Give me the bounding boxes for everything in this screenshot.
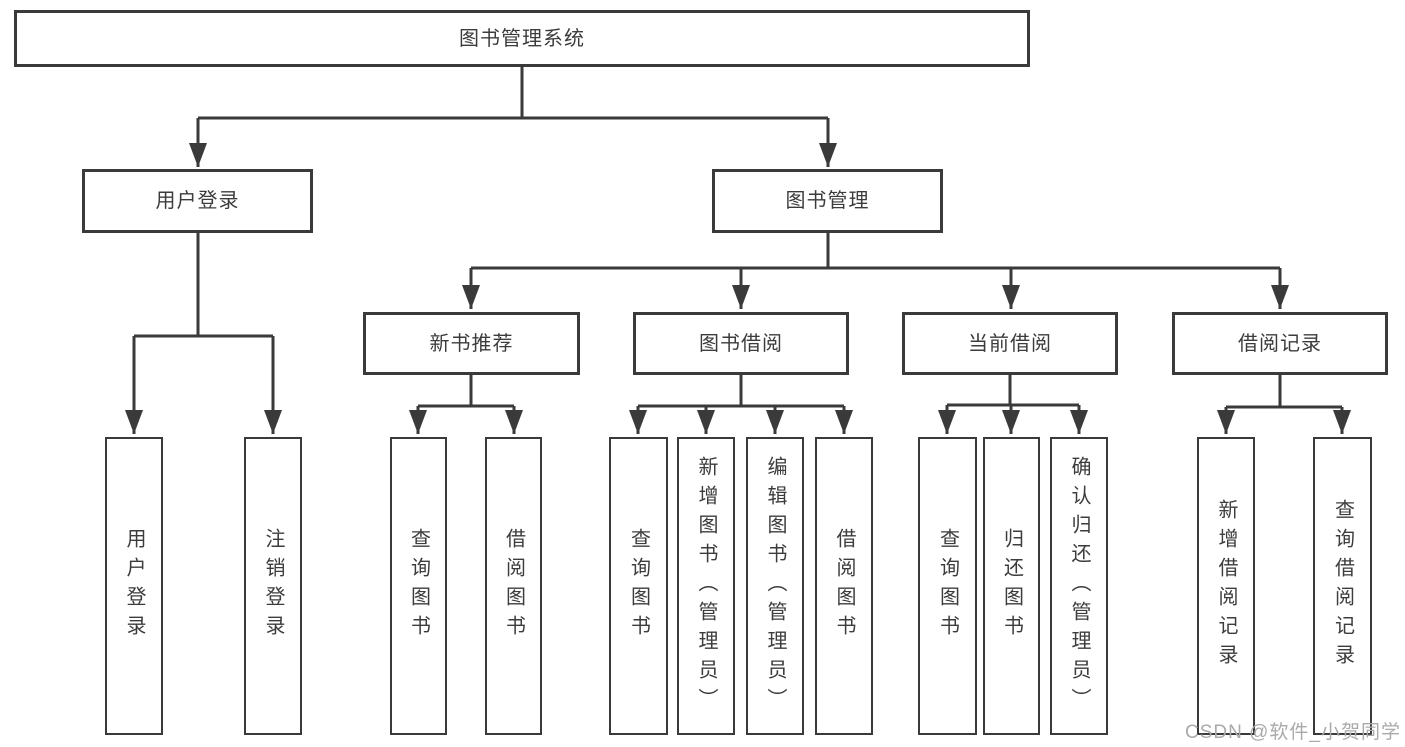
leaf-borrow-add: 新增图书（管理员） [677,437,735,735]
leaf-logout-label: 注销登录 [262,528,284,644]
node-borrow-records-label: 借阅记录 [1238,332,1322,355]
leaf-records-add: 新增借阅记录 [1197,437,1255,735]
node-book-mgmt: 图书管理 [712,169,943,233]
node-book-borrow-label: 图书借阅 [699,332,783,355]
connector-current-borrow-children [947,375,1079,407]
node-user-login-label: 用户登录 [155,190,240,212]
connector-book-borrow-children [638,375,844,408]
leaf-new-books-borrow: 借阅图书 [485,437,542,735]
leaf-current-query: 查询图书 [918,437,977,735]
node-new-books-label: 新书推荐 [429,332,514,355]
leaf-records-query-label: 查询借阅记录 [1331,499,1354,673]
leaf-user-login-label: 用户登录 [123,528,145,644]
leaf-borrow-query-label: 查询图书 [627,528,650,644]
connector-book-mgmt-children [471,233,1280,270]
csdn-watermark: CSDN @软件_小贺同学 [1185,722,1401,743]
node-root-label: 图书管理系统 [459,27,585,50]
leaf-borrow-edit-label: 编辑图书（管理员） [764,455,786,717]
node-root-system: 图书管理系统 [14,10,1030,67]
node-current-borrow-label: 当前借阅 [968,332,1052,355]
leaf-logout: 注销登录 [244,437,302,735]
leaf-new-books-query: 查询图书 [390,437,447,735]
leaf-current-return: 归还图书 [983,437,1040,735]
leaf-user-login: 用户登录 [105,437,163,735]
leaf-borrow-borrow: 借阅图书 [815,437,873,735]
leaf-current-confirm-return: 确认归还（管理员） [1050,437,1108,735]
leaf-records-query: 查询借阅记录 [1313,437,1372,735]
node-book-mgmt-label: 图书管理 [785,190,870,212]
leaf-new-books-borrow-label: 借阅图书 [502,528,525,644]
node-user-login: 用户登录 [82,169,313,233]
leaf-current-confirm-return-label: 确认归还（管理员） [1068,455,1090,717]
leaf-borrow-add-label: 新增图书（管理员） [695,455,717,717]
node-new-books: 新书推荐 [363,312,580,375]
connector-user-login-children [134,233,273,338]
node-book-borrow: 图书借阅 [633,312,849,375]
connector-root-to-level2 [198,67,828,120]
connector-borrow-records-children [1226,375,1342,409]
node-current-borrow: 当前借阅 [902,312,1118,375]
leaf-new-books-query-label: 查询图书 [407,528,430,644]
leaf-borrow-edit: 编辑图书（管理员） [746,437,804,735]
leaf-records-add-label: 新增借阅记录 [1215,499,1237,673]
leaf-current-query-label: 查询图书 [936,528,959,644]
connector-new-books-children [418,375,514,408]
leaf-current-return-label: 归还图书 [1000,528,1023,644]
leaf-borrow-query: 查询图书 [609,437,668,735]
node-borrow-records: 借阅记录 [1172,312,1388,375]
leaf-borrow-borrow-label: 借阅图书 [833,528,855,644]
